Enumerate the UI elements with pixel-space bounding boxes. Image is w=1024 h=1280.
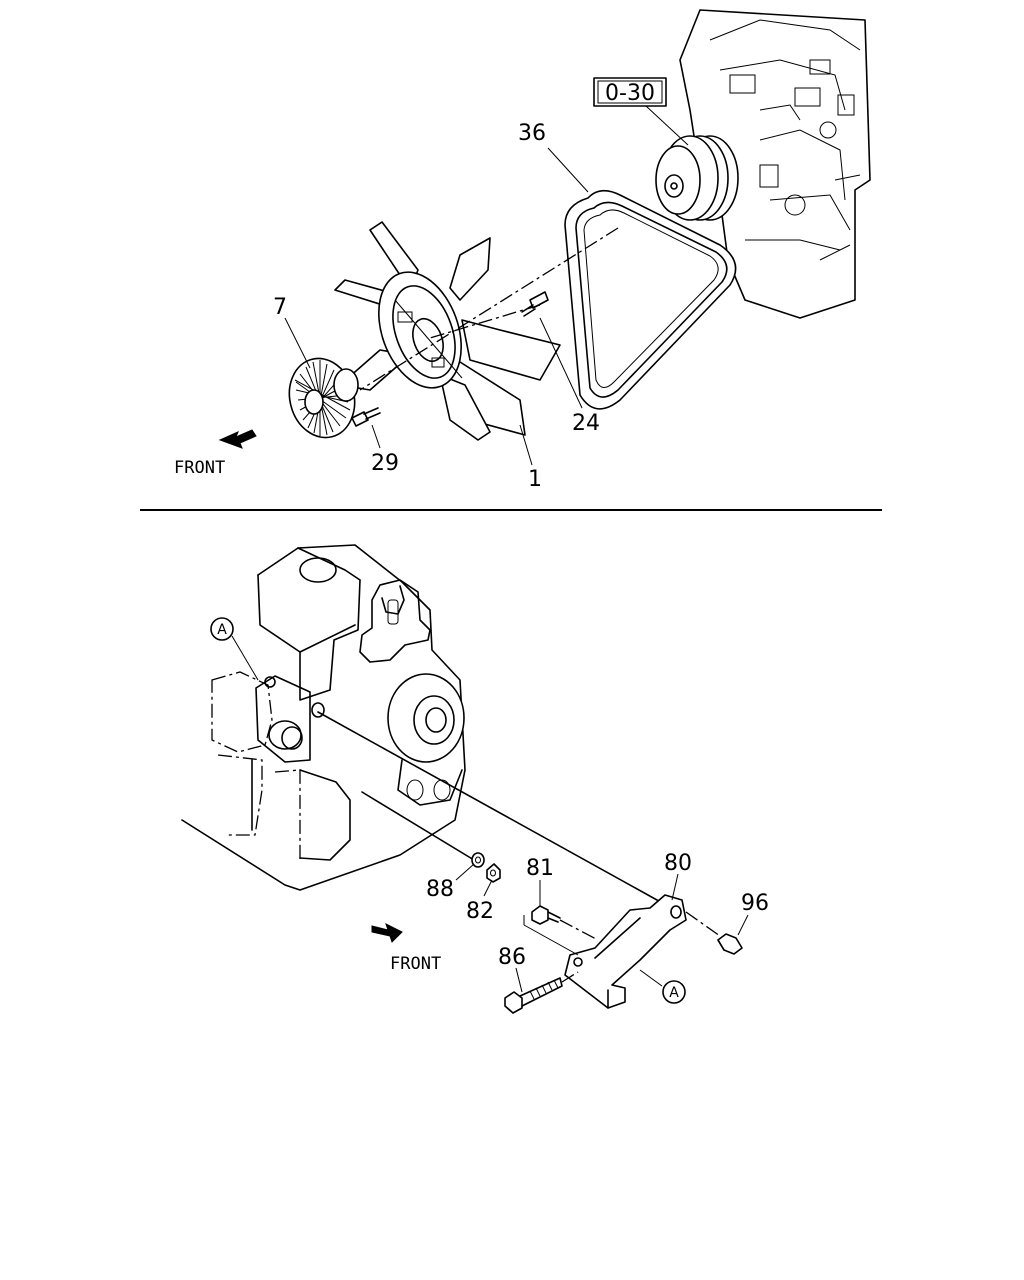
bolt-24 <box>521 291 549 317</box>
marker-a-lower: A <box>639 969 686 1004</box>
fan-belt <box>564 189 737 410</box>
bolt-86 <box>504 971 579 1014</box>
washer-88 <box>471 852 485 868</box>
callout-81: 81 <box>526 856 554 881</box>
front-label-bottom: FRONT <box>390 954 441 974</box>
front-arrow-top <box>218 429 257 449</box>
bottom-view: A <box>181 544 769 1014</box>
callout-86: 86 <box>498 945 526 970</box>
callout-36: 36 <box>518 121 546 146</box>
marker-a-upper: A <box>210 617 259 681</box>
marker-a-upper-label: A <box>217 622 227 638</box>
reference-box-label: 0-30 <box>605 81 655 106</box>
bracket-80 <box>564 894 687 1009</box>
callout-82: 82 <box>466 899 494 924</box>
callout-80: 80 <box>664 851 692 876</box>
pulley-top <box>655 135 739 221</box>
front-arrow-bottom <box>371 923 403 943</box>
callout-7: 7 <box>273 295 287 320</box>
bolt-29 <box>351 407 381 427</box>
marker-a-lower-label: A <box>669 985 679 1001</box>
bolt-81 <box>523 905 599 956</box>
cooling-fan <box>334 221 561 441</box>
callout-96: 96 <box>741 891 769 916</box>
front-label-top: FRONT <box>174 458 225 478</box>
top-view: 0-30 <box>174 9 871 492</box>
engine-block-top <box>679 9 871 319</box>
engine-block-bottom <box>181 544 466 891</box>
callout-88: 88 <box>426 877 454 902</box>
reference-box: 0-30 <box>593 77 689 146</box>
bolt-96 <box>717 933 743 955</box>
fan-clutch <box>288 357 359 439</box>
callout-29: 29 <box>371 451 399 476</box>
callout-1: 1 <box>528 467 542 492</box>
callout-24: 24 <box>572 411 600 436</box>
nut-82 <box>486 863 501 883</box>
